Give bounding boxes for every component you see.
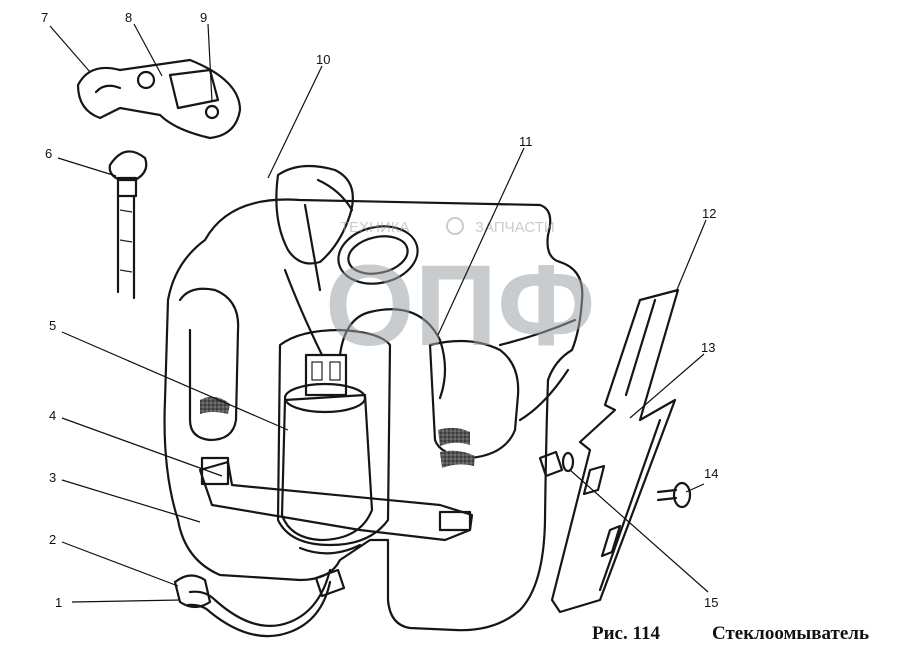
callout-7: 7 (41, 10, 48, 25)
pump-wires (283, 268, 447, 400)
leader-lines (49, 23, 709, 603)
caption-title: Стеклоомыватель (712, 623, 869, 644)
washer-pump (280, 353, 374, 555)
callout-numbers: 1 2 3 4 5 6 7 8 9 10 11 12 13 14 15 (41, 10, 718, 610)
callout-15: 15 (704, 595, 718, 610)
callout-3: 3 (49, 470, 56, 485)
nut-and-washer (538, 450, 575, 478)
mounting-plate (550, 288, 680, 614)
callout-2: 2 (49, 532, 56, 547)
callout-6: 6 (45, 146, 52, 161)
callout-1: 1 (55, 595, 62, 610)
watermark: ТЕХНИКА ЗАПЧАСТИ ОПФ (325, 217, 595, 370)
callout-5: 5 (49, 318, 56, 333)
outlet-hose (173, 568, 346, 638)
svg-text:ЗАПЧАСТИ: ЗАПЧАСТИ (475, 219, 555, 236)
callout-11: 11 (519, 134, 533, 149)
callout-13: 13 (701, 340, 715, 355)
callout-4: 4 (49, 408, 56, 423)
bolt (656, 481, 692, 509)
clamp-band (198, 456, 474, 542)
figure-caption: Рис. 114 Стеклоомыватель (592, 623, 869, 644)
svg-text:ОПФ: ОПФ (325, 242, 595, 370)
washer-nozzle (108, 150, 148, 300)
nozzle-bracket (76, 58, 242, 140)
caption-number: Рис. 114 (592, 623, 660, 644)
callout-12: 12 (702, 206, 716, 221)
callout-10: 10 (316, 52, 330, 67)
callout-8: 8 (125, 10, 132, 25)
callout-9: 9 (200, 10, 207, 25)
svg-text:ТЕХНИКА: ТЕХНИКА (340, 219, 410, 236)
callout-14: 14 (704, 466, 718, 481)
